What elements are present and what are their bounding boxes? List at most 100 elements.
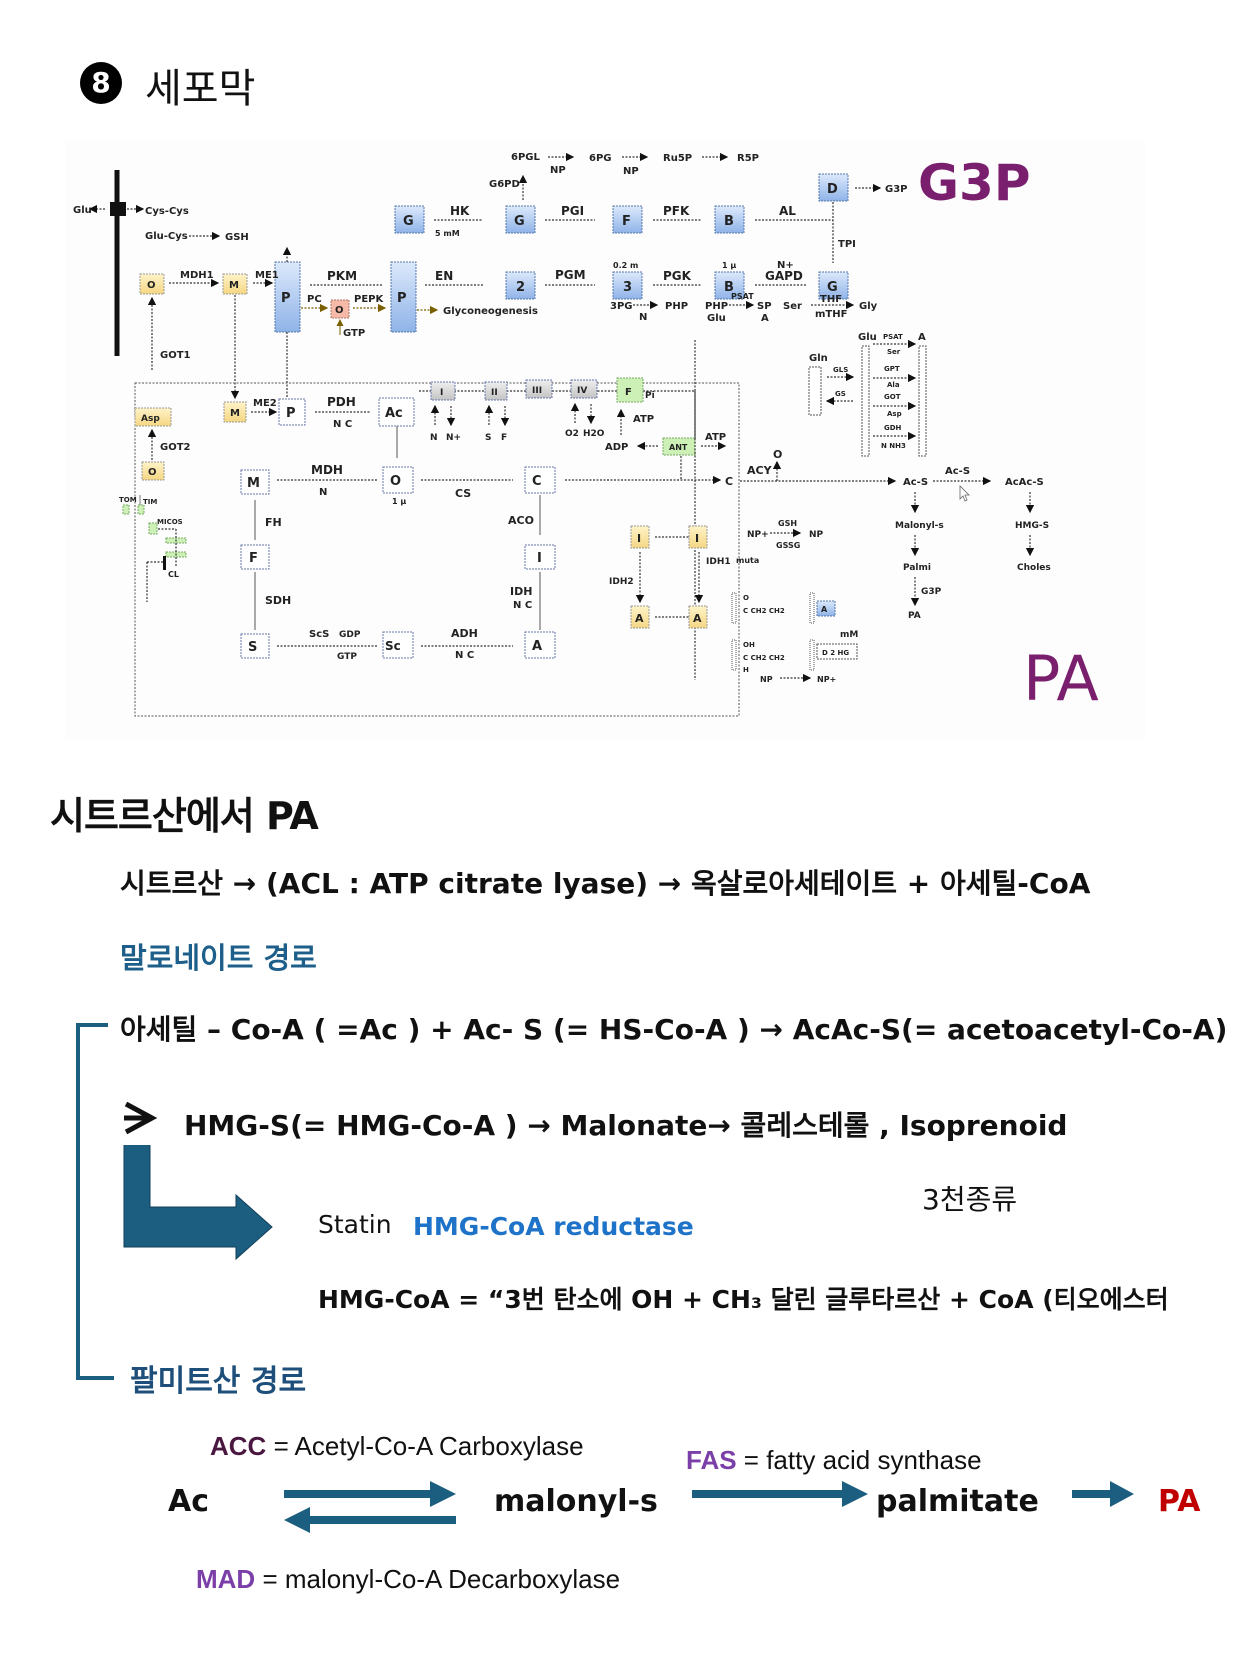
diagram-label: C CH2 CH2: [743, 607, 785, 615]
label-ru5p: Ru5P: [663, 153, 692, 164]
diagram-label: S: [485, 433, 491, 443]
node-akg-mito: [630, 605, 650, 629]
diagram-label: I: [637, 532, 641, 545]
conc-bpg: 1 μ: [722, 261, 736, 270]
diagram-label: P: [286, 406, 296, 421]
diagram-label: O2: [565, 429, 579, 439]
conc-hk: 5 mM: [435, 229, 460, 238]
glu-pool: [861, 345, 870, 457]
diagram-label: C: [532, 474, 542, 489]
node-oaa-cyto: [139, 273, 165, 295]
label-mutation: muta: [736, 556, 759, 565]
diagram-label: I: [537, 551, 542, 566]
diagram-label: GS: [835, 390, 846, 398]
enzyme-al: AL: [779, 204, 796, 218]
label-gtp: GTP: [343, 328, 365, 339]
diagram-label: Ser: [783, 301, 802, 312]
diagram-label: O: [773, 448, 782, 461]
enzyme-pdh: PDH: [327, 395, 356, 409]
node-isocitrate-cyto: [688, 525, 708, 549]
diagram-label: ATP: [633, 414, 654, 425]
right-arrow-icon: [124, 1101, 158, 1135]
tca-isocitrate: [524, 544, 556, 570]
diagram-label: M: [229, 280, 239, 291]
mad-abbr: MAD: [196, 1564, 256, 1594]
enzyme-fh: FH: [265, 516, 282, 529]
diagram-label: NP: [809, 530, 824, 540]
diagram-label: A: [918, 332, 926, 343]
node-malonyl-s: malonyl-s: [494, 1484, 658, 1519]
node-2pg: [505, 271, 536, 300]
tca-cycle: M MDH N O 1 μ CS C ACO I IDH N C A ADH N…: [240, 463, 556, 662]
node-palmitate: palmitate: [876, 1484, 1039, 1519]
diagram-label: D: [827, 182, 838, 197]
diagram-label: G: [827, 280, 838, 295]
tca-oaa: [382, 466, 414, 494]
enzyme-gapd: GAPD: [765, 269, 803, 283]
atp-synthase: [616, 377, 644, 403]
label-g3p-small: G3P: [885, 184, 908, 195]
diagram-label: III: [532, 386, 542, 396]
tca-fumarate: [240, 544, 270, 570]
diagram-label: 2: [516, 280, 525, 295]
diagram-label: N C: [455, 650, 474, 661]
enzyme-hk: HK: [450, 204, 470, 218]
diagram-label: Ala: [887, 381, 900, 389]
complex-iv: [570, 379, 598, 399]
diagram-label: GPT: [884, 365, 900, 373]
enzyme-sdh: SDH: [265, 594, 291, 607]
diagram-label: I: [440, 388, 443, 398]
diagram-label: Sc: [385, 639, 401, 653]
diagram-label: GDP: [339, 630, 361, 640]
enzyme-tpi: TPI: [838, 239, 856, 250]
diagram-label: A: [635, 612, 644, 625]
diagram-label: mTHF: [815, 309, 847, 320]
diagram-label: N NH3: [881, 442, 906, 450]
acetyl-reaction-line: 아세틸 – Co-A ( =Ac ) + Ac- S (= HS-Co-A ) …: [120, 1013, 1228, 1046]
membrane-transporter: [110, 202, 126, 216]
node-isocitrate-mito: [630, 525, 650, 549]
diagram-label: O: [390, 474, 401, 489]
label-np: NP: [550, 165, 566, 176]
diagram-label: H: [743, 666, 749, 674]
node-pyruvate-1: [274, 261, 301, 333]
mad-definition: MAD = malonyl-Co-A Decarboxylase: [196, 1564, 620, 1595]
node-pa: PA: [1158, 1484, 1201, 1519]
node-oaa-gluconeo: [330, 299, 350, 319]
diagram-label: Palmi: [903, 563, 931, 573]
diagram-label: A: [821, 605, 828, 614]
label-np: NP: [623, 166, 639, 177]
diagram-label: F: [625, 387, 632, 398]
diagram-label: PHP: [705, 301, 728, 312]
diagram-label: Asp: [141, 414, 160, 424]
bracket-top: [76, 1023, 108, 1027]
conc-3pg: 0.2 m: [613, 261, 638, 270]
node-oaa-mito: [141, 461, 165, 481]
enzyme-mdh: MDH: [311, 463, 343, 477]
diagram-label: CL: [168, 570, 179, 579]
diagram-label: ATP: [705, 432, 726, 443]
diagram-label: D 2 HG: [822, 649, 849, 657]
diagram-label: GTP: [337, 652, 357, 662]
bracket-vertical: [76, 1023, 80, 1379]
enzyme-pepk: PEPK: [354, 294, 384, 305]
section-title: 세포막: [145, 66, 256, 112]
diagram-label: Gly: [859, 301, 878, 312]
node-malate-cyto: [222, 273, 248, 295]
diagram-label: Malonyl-s: [895, 521, 944, 531]
diagram-label: 3PG: [610, 301, 633, 312]
enzyme-mdh1: MDH1: [180, 270, 214, 281]
enzyme-pfk: PFK: [663, 204, 690, 218]
diagram-label: NP+: [817, 675, 836, 684]
tca-akg: [524, 631, 556, 659]
node-pep: [390, 261, 417, 333]
diagram-label: MICOS: [157, 518, 183, 526]
diagram-label: OH: [743, 641, 755, 649]
acc-abbr: ACC: [210, 1431, 267, 1461]
diagram-label: Pi: [645, 391, 655, 401]
enzyme-en: EN: [435, 269, 453, 283]
label-statin: Statin: [318, 1210, 392, 1239]
diagram-label: H2O: [583, 429, 605, 439]
diagram-label: Gln: [809, 353, 828, 364]
label-hmg-coa-reductase: HMG-CoA reductase: [413, 1212, 694, 1241]
